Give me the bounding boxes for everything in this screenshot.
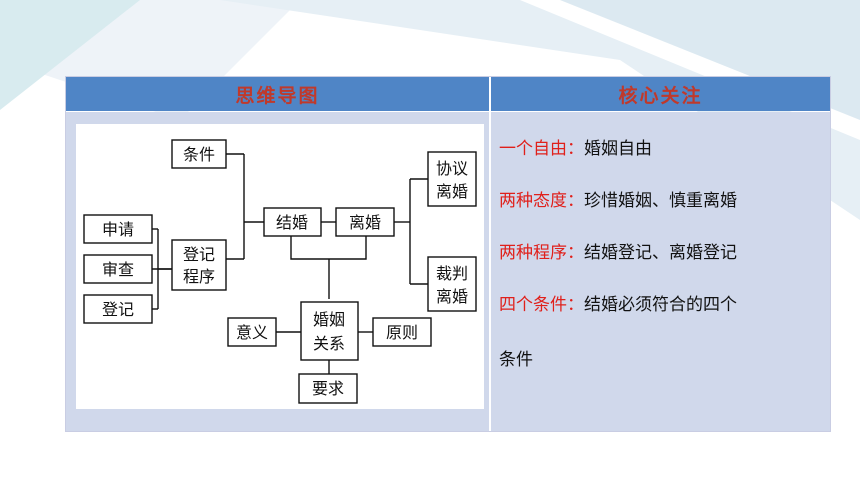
focus-point-3-value: 结婚登记、离婚登记	[584, 243, 737, 263]
node-requirements	[298, 373, 358, 404]
core-focus-cell: 一个自由：婚姻自由 两种态度：珍惜婚姻、慎重离婚 两种程序：结婚登记、离婚登记 …	[491, 112, 830, 431]
mind-map-diagram: 条件 申请 审查 登记 登记 程序 结婚	[76, 124, 484, 409]
node-principle	[372, 317, 432, 347]
header-core-focus: 核心关注	[491, 77, 830, 111]
node-conditions-label: 条件	[183, 145, 215, 164]
node-significance-label: 意义	[236, 323, 268, 342]
node-judicial-divorce-line2: 离婚	[436, 287, 468, 306]
connectors	[152, 153, 428, 374]
node-marital-relationship-line2: 关系	[313, 334, 345, 353]
node-significance	[227, 317, 277, 347]
node-principle-label: 原则	[386, 323, 418, 342]
node-agreement-divorce-line2: 离婚	[436, 182, 468, 201]
node-review-label: 审查	[102, 260, 134, 279]
focus-point-1-key: 一个自由：	[499, 139, 584, 159]
node-review	[83, 254, 153, 284]
focus-point-2: 两种态度：珍惜婚姻、慎重离婚	[499, 189, 737, 213]
node-conditions	[171, 139, 227, 169]
node-divorce-label: 离婚	[349, 213, 381, 232]
focus-point-4-key: 四个条件：	[499, 295, 584, 315]
node-marital-relationship-line1: 婚姻	[313, 310, 345, 329]
node-judicial-divorce-line1: 裁判	[436, 264, 468, 283]
mind-map-svg: 条件 申请 审查 登记 登记 程序 结婚	[83, 139, 477, 404]
connector	[290, 236, 367, 260]
node-agreement-divorce	[427, 151, 477, 207]
node-apply-label: 申请	[102, 220, 134, 239]
node-apply	[83, 214, 153, 244]
node-registration-procedure-line2: 程序	[183, 267, 215, 286]
focus-point-3-key: 两种程序：	[499, 243, 584, 263]
node-divorce	[335, 207, 395, 237]
node-judicial-divorce	[427, 256, 477, 312]
mind-map-cell: 条件 申请 审查 登记 登记 程序 结婚	[66, 112, 491, 431]
focus-point-1-value: 婚姻自由	[584, 139, 652, 159]
node-register-label: 登记	[102, 300, 134, 319]
focus-point-2-value: 珍惜婚姻、慎重离婚	[584, 191, 737, 211]
node-agreement-divorce-line1: 协议	[436, 159, 468, 178]
focus-point-1: 一个自由：婚姻自由	[499, 137, 652, 161]
focus-point-4-continuation: 条件	[499, 350, 533, 370]
node-requirements-label: 要求	[312, 379, 344, 398]
focus-point-4: 四个条件：结婚必须符合的四个	[499, 293, 737, 317]
node-registration-procedure	[171, 239, 227, 291]
node-registration-procedure-line1: 登记	[183, 245, 215, 264]
focus-point-3: 两种程序：结婚登记、离婚登记	[499, 241, 737, 265]
focus-point-4-value: 结婚必须符合的四个	[584, 295, 737, 315]
node-register	[83, 294, 153, 324]
node-marriage	[263, 207, 322, 237]
table-header: 思维导图 核心关注	[66, 77, 830, 111]
mind-map-table: 思维导图 核心关注	[65, 76, 831, 432]
node-marriage-label: 结婚	[276, 213, 308, 232]
header-mind-map: 思维导图	[66, 77, 491, 111]
focus-point-2-key: 两种态度：	[499, 191, 584, 211]
node-marital-relationship	[300, 301, 359, 361]
nodes: 条件 申请 审查 登记 登记 程序 结婚	[83, 139, 477, 404]
